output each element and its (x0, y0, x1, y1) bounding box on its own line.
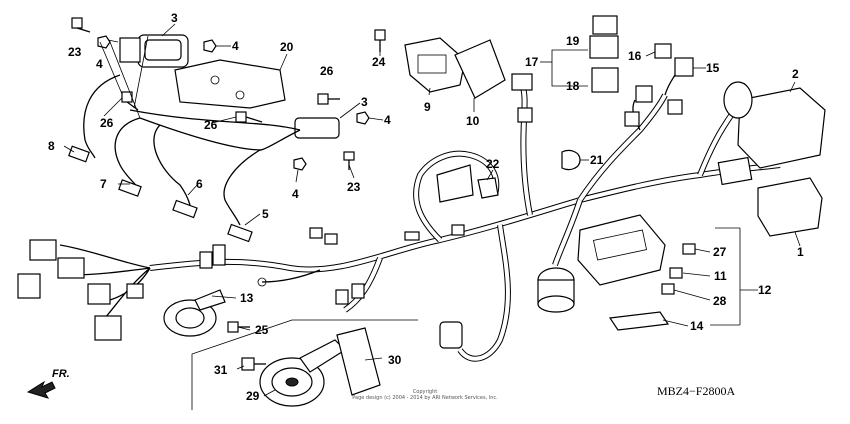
callout-10: 10 (466, 114, 480, 128)
harness-guard (436, 164, 474, 203)
callout-28: 28 (713, 294, 727, 308)
callout-26: 26 (320, 64, 334, 78)
ignition-coil-3b (294, 117, 340, 139)
callout-3: 3 (171, 11, 178, 25)
diagram-code: MBZ4−F2800A (657, 384, 736, 398)
front-direction-label: FR. (52, 368, 70, 380)
callout-18: 18 (566, 79, 580, 93)
turn-signal-relay-21 (561, 149, 581, 171)
misc-connectors (257, 224, 465, 305)
callout-5: 5 (262, 207, 269, 221)
callout-23: 23 (68, 45, 82, 59)
callout-30: 30 (388, 353, 402, 367)
callout-3: 3 (361, 95, 368, 109)
leader-lines (63, 23, 801, 410)
callout-4: 4 (384, 113, 391, 127)
callout-8: 8 (48, 139, 55, 153)
connector-bottom (439, 321, 463, 349)
callout-24: 24 (372, 55, 386, 69)
front-direction-arrow-icon (26, 380, 56, 399)
callout-4: 4 (232, 39, 239, 53)
callout-16: 16 (628, 49, 642, 63)
callout-4: 4 (96, 57, 103, 71)
callout-20: 20 (280, 40, 294, 54)
callout-23: 23 (347, 180, 361, 194)
relay-set (511, 15, 694, 127)
copyright-notice: Copyright Page design (c) 2004 - 2014 by… (330, 389, 520, 401)
regulator-cover-gasket (454, 39, 506, 99)
callout-11: 11 (714, 269, 727, 283)
callout-29: 29 (246, 389, 260, 403)
callout-7: 7 (100, 177, 107, 191)
cdi-unit-2 (723, 81, 826, 169)
unit-1 (757, 177, 823, 237)
callout-15: 15 (706, 61, 720, 75)
callout-19: 19 (566, 34, 580, 48)
callout-22: 22 (486, 157, 500, 171)
callout-9: 9 (424, 100, 431, 114)
copyright-line-1: Copyright (412, 389, 438, 395)
callout-26: 26 (204, 118, 218, 132)
callout-17: 17 (525, 55, 539, 69)
callout-25: 25 (255, 323, 269, 337)
bolts-and-nuts (71, 17, 386, 371)
callout-31: 31 (214, 363, 228, 377)
horn-large (259, 339, 346, 407)
callout-1: 1 (797, 245, 804, 259)
callout-2: 2 (792, 67, 799, 81)
callout-12: 12 (758, 283, 772, 297)
callout-4: 4 (292, 187, 299, 201)
callout-21: 21 (590, 153, 604, 167)
clamp-22 (477, 177, 499, 199)
copyright-line-2: Page design (c) 2004 - 2014 by ARI Netwo… (352, 395, 498, 401)
callout-27: 27 (713, 245, 727, 259)
fuse-box (577, 214, 666, 286)
harness-connectors-left (17, 239, 226, 341)
ignition-coil (119, 34, 189, 68)
ignition-switch (537, 267, 575, 313)
callout-26: 26 (100, 116, 114, 130)
callout-14: 14 (690, 319, 704, 333)
callout-13: 13 (240, 291, 254, 305)
connector-block-right (717, 156, 753, 186)
horn-small (163, 289, 226, 337)
regulator-rectifier (404, 37, 466, 93)
horn-cover-30 (336, 327, 381, 396)
callout-6: 6 (196, 177, 203, 191)
high-tension-leads (83, 74, 301, 226)
fuses (608, 243, 696, 331)
ignition-coil-stay-20 (174, 59, 286, 109)
